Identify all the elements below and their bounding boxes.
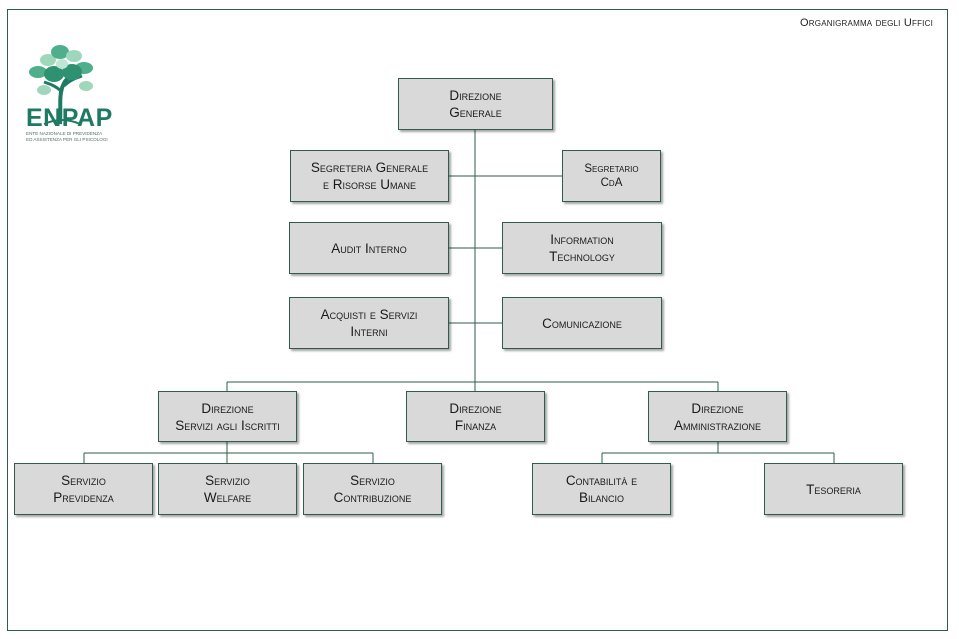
box-direzione-servizi-iscritti: Direzione Servizi agli Iscritti <box>158 391 297 442</box>
box-audit-interno: Audit Interno <box>289 222 449 274</box>
box-comunicazione: Comunicazione <box>502 297 662 349</box>
box-tesoreria: Tesoreria <box>764 463 903 515</box>
logo-subtitle: Ente Nazionale di Previdenza ed Assisten… <box>26 131 108 142</box>
page-frame <box>7 9 948 631</box>
box-direzione-finanza: Direzione Finanza <box>406 391 545 442</box>
box-segreteria-generale: Segreteria Generale e Risorse Umane <box>290 150 449 202</box>
box-acquisti-servizi-interni: Acquisti e Servizi Interni <box>289 297 449 349</box>
enpap-tree-logo <box>29 45 93 125</box>
box-direzione-amministrazione: Direzione Amministrazione <box>648 391 787 442</box>
box-servizio-contribuzione: Servizio Contribuzione <box>303 463 442 515</box>
logo-wordmark: ENPAP <box>26 104 113 132</box>
box-contabilita-bilancio: Contabilità e Bilancio <box>532 463 671 515</box>
box-segretario-cda: Segretario CdA <box>562 150 661 202</box>
box-information-technology: Information Technology <box>502 222 662 274</box>
box-servizio-previdenza: Servizio Previdenza <box>14 463 153 515</box>
page-title: Organigramma degli Uffici <box>800 17 933 29</box>
box-servizio-welfare: Servizio Welfare <box>158 463 297 515</box>
box-direzione-generale: Direzione Generale <box>398 78 553 130</box>
